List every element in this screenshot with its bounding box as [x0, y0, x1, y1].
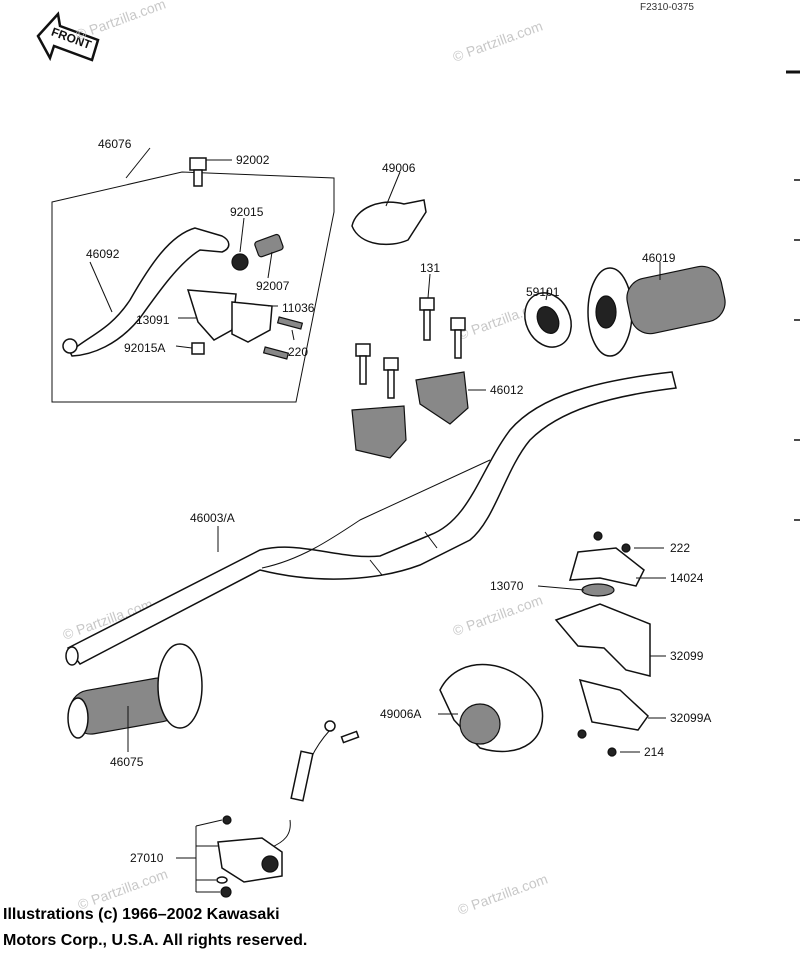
screw-lower — [577, 729, 587, 739]
part-label-49006A: 49006A — [380, 707, 421, 721]
part-label-32099A: 32099A — [670, 711, 711, 725]
grip-guard — [439, 663, 544, 753]
screw-214 — [607, 747, 617, 757]
part-label-214: 214 — [644, 745, 664, 759]
housing-cover — [568, 547, 645, 587]
copyright-line-2: Motors Corp., U.S.A. All rights reserved… — [3, 932, 308, 949]
left-grip — [67, 643, 203, 739]
part-label-13070: 13070 — [490, 579, 524, 593]
engine-stop-switch — [216, 720, 360, 898]
svg-text:© Partzilla.com: © Partzilla.com — [74, 0, 168, 43]
part-label-92015: 92015 — [230, 205, 264, 219]
handlebar — [65, 371, 677, 666]
right-grip — [587, 265, 726, 357]
part-label-13091: 13091 — [136, 313, 170, 327]
svg-text:© Partzilla.com: © Partzilla.com — [456, 871, 550, 918]
throttle-housing-lower — [578, 678, 649, 731]
part-label-59101: 59101 — [526, 285, 560, 299]
part-label-27010: 27010 — [130, 851, 164, 865]
part-label-92002: 92002 — [236, 153, 270, 167]
holder-clamp — [231, 301, 273, 343]
lever-guard — [351, 199, 427, 246]
part-label-46076: 46076 — [98, 137, 132, 151]
assembly-outline — [51, 171, 335, 403]
part-label-220: 220 — [288, 345, 308, 359]
nut — [231, 253, 249, 271]
part-label-46019: 46019 — [642, 251, 676, 265]
edge-marks — [786, 70, 800, 521]
part-label-46003A: 46003/A — [190, 511, 235, 525]
svg-text:© Partzilla.com: © Partzilla.com — [451, 18, 545, 65]
part-label-32099: 32099 — [670, 649, 704, 663]
part-label-49006: 49006 — [382, 161, 416, 175]
part-label-14024: 14024 — [670, 571, 704, 585]
part-label-11036: 11036 — [282, 301, 315, 315]
housing-ring — [581, 583, 615, 597]
part-label-92007: 92007 — [256, 279, 290, 293]
part-label-222: 222 — [670, 541, 690, 555]
screw-222 — [621, 543, 631, 553]
holder-cap-upper — [415, 371, 469, 425]
leader-lines — [89, 171, 666, 893]
clutch-lever-assembly — [51, 147, 335, 403]
pivot-bolt — [189, 157, 207, 187]
holder-bolts — [355, 297, 466, 399]
nut-92015A — [191, 342, 205, 355]
throttle-cam — [524, 292, 572, 348]
front-arrow-icon: FRONT — [36, 11, 100, 62]
throttle-housing-upper — [554, 603, 651, 677]
part-label-131: 131 — [420, 261, 440, 275]
lever-holder — [186, 289, 237, 341]
copyright-line-1: Illustrations (c) 1966–2002 Kawasaki — [3, 906, 280, 923]
part-label-46012: 46012 — [490, 383, 524, 397]
clutch-lever — [69, 227, 230, 357]
part-label-46075: 46075 — [110, 755, 144, 769]
svg-text:© Partzilla.com: © Partzilla.com — [451, 592, 545, 639]
part-label-46092: 46092 — [86, 247, 120, 261]
part-label-92015A: 92015A — [124, 341, 165, 355]
holder-cap-lower — [351, 405, 407, 459]
screw-upper — [593, 531, 603, 541]
diagram-code: F2310-0375 — [640, 2, 694, 13]
cable-adjuster — [254, 233, 284, 258]
